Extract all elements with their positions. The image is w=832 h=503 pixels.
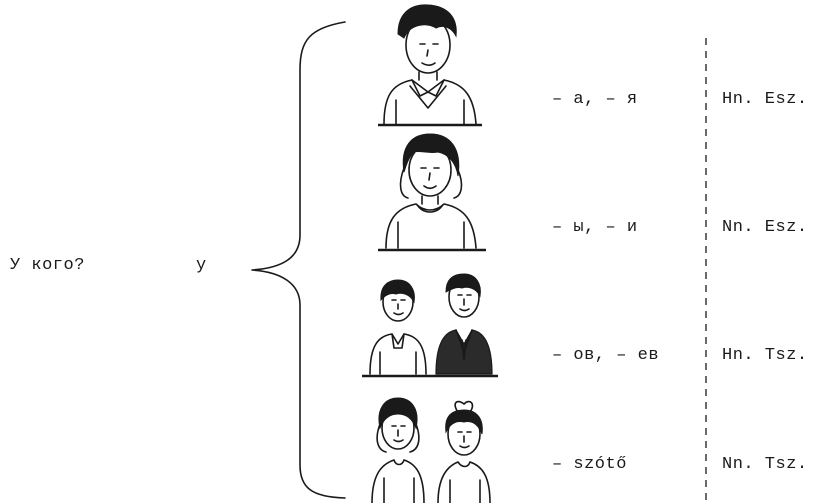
ending-row-4: – szótő — [552, 455, 627, 474]
label-row-4: Nn. Tsz. — [722, 455, 808, 474]
ending-row-2: – ы, – и — [552, 218, 638, 237]
two-boys-icon — [362, 273, 498, 378]
label-row-2: Nn. Esz. — [722, 218, 808, 237]
boy-icon — [378, 4, 482, 127]
girl-icon — [378, 133, 486, 252]
label-row-1: Hn. Esz. — [722, 90, 808, 109]
preposition-text: у — [196, 256, 207, 275]
ending-row-1: – а, – я — [552, 90, 638, 109]
two-girls-icon — [371, 397, 491, 503]
label-row-3: Hn. Tsz. — [722, 346, 808, 365]
curly-brace — [251, 21, 346, 499]
question-text: У кого? — [10, 256, 85, 275]
ending-row-3: – ов, – ев — [552, 346, 660, 365]
